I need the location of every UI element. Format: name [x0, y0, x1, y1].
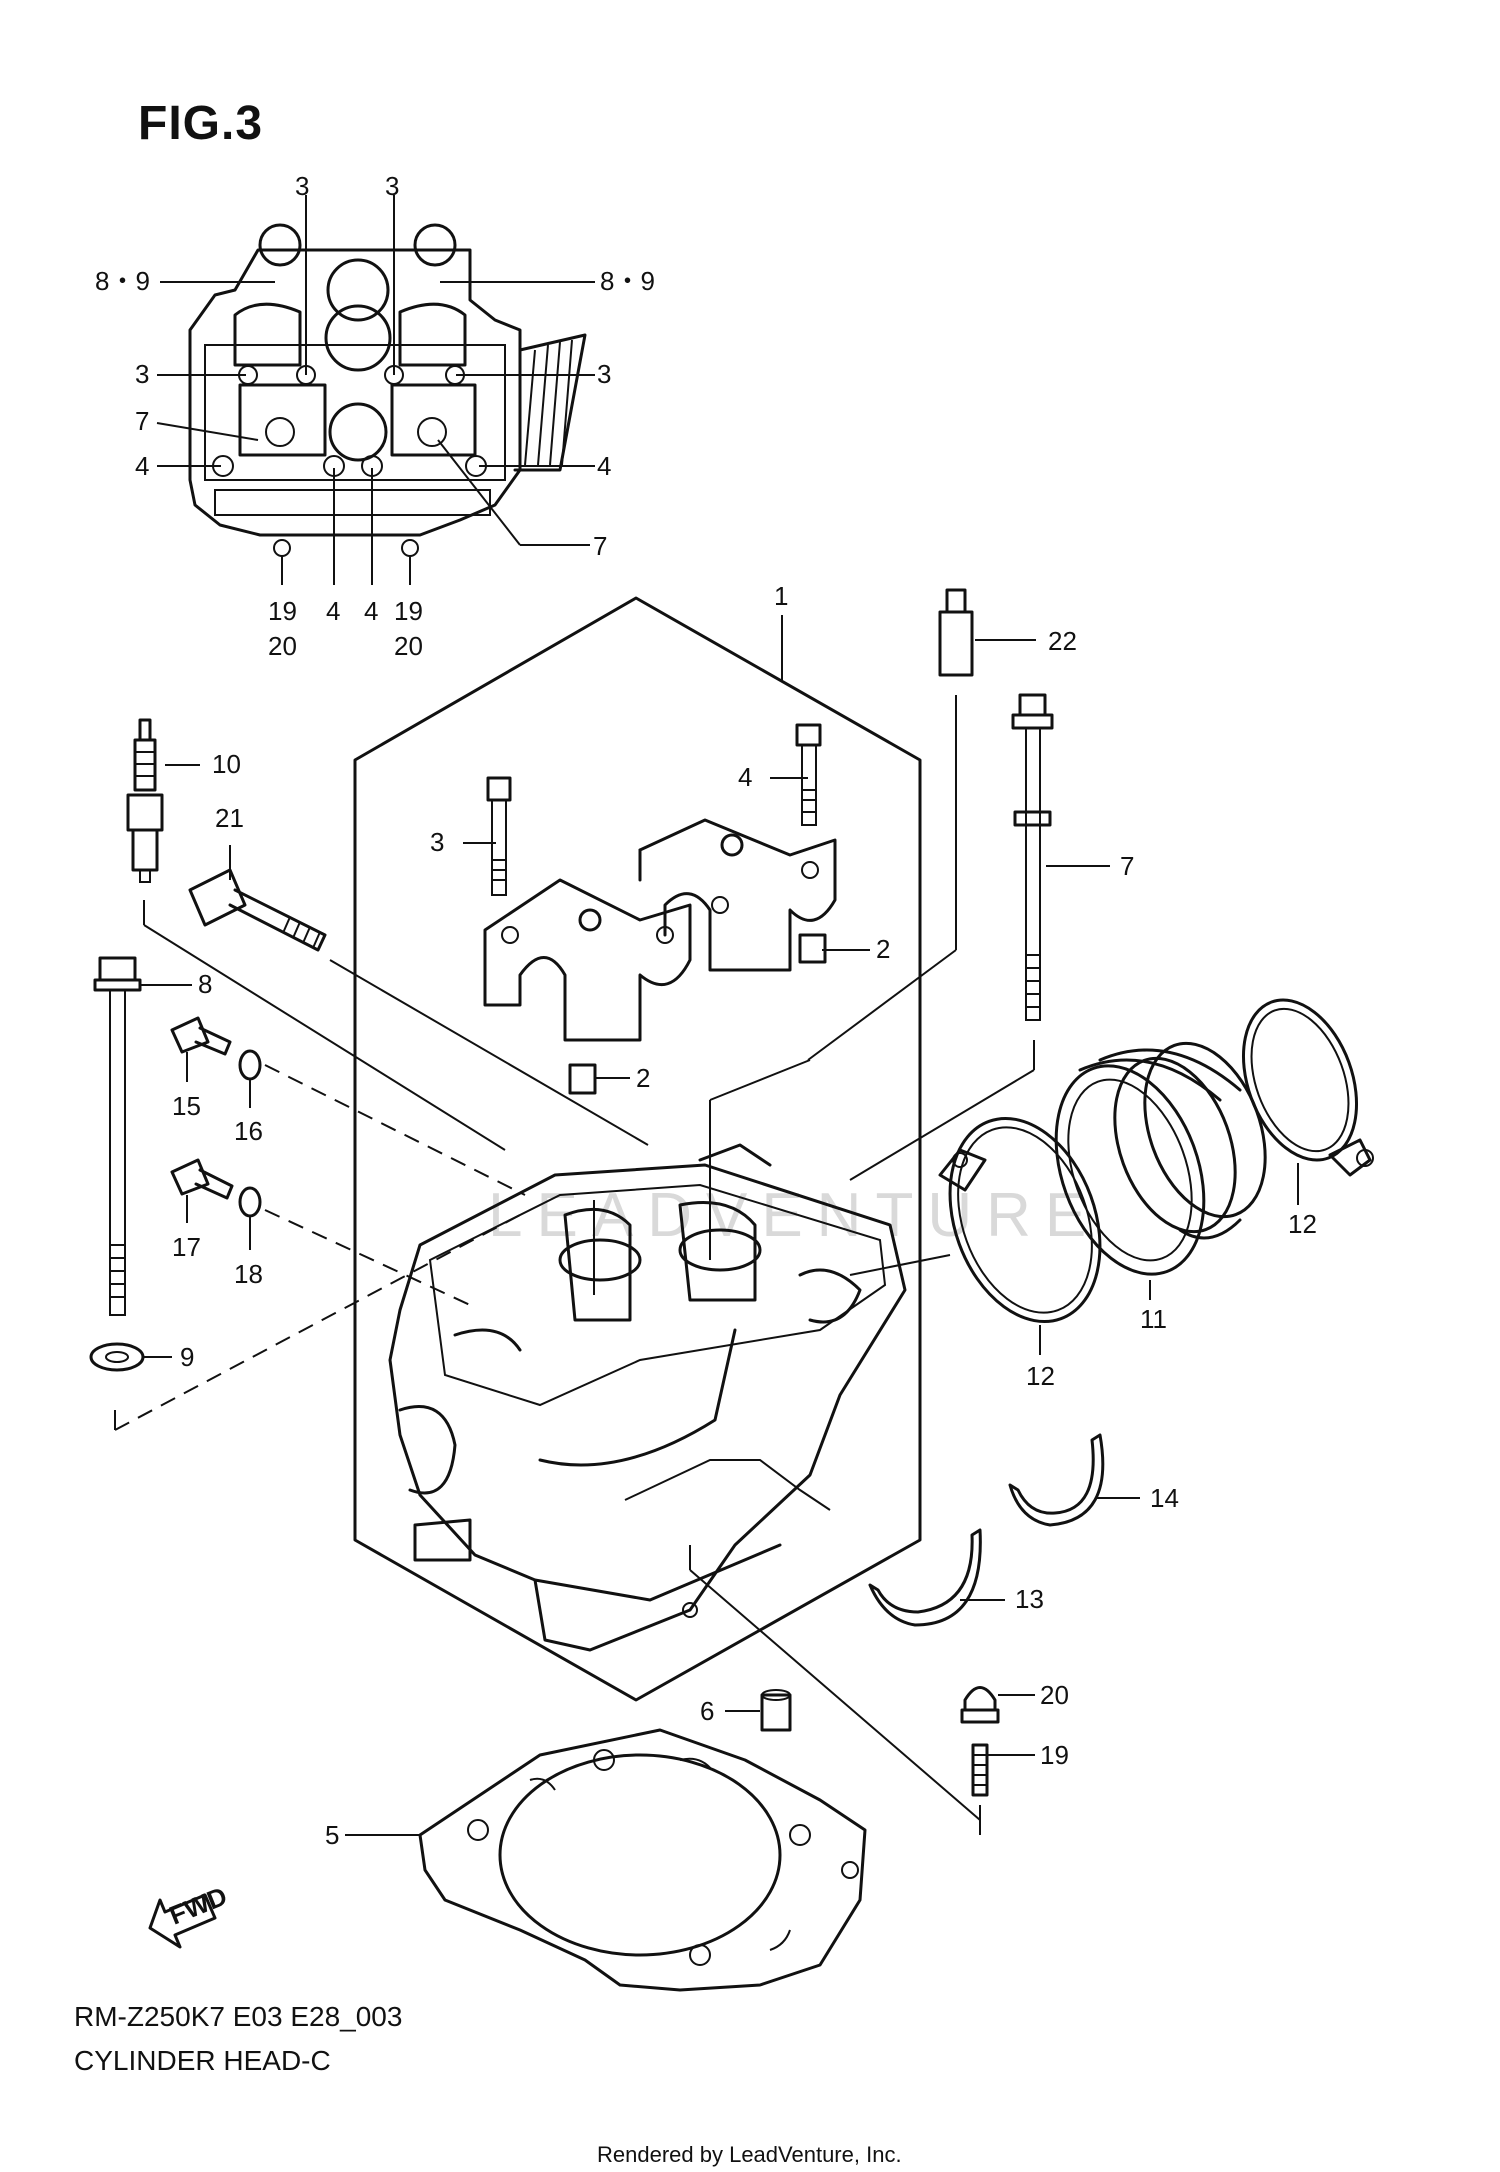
- label-part-2b: 2: [636, 1063, 650, 1093]
- label-part-7: 7: [1120, 851, 1134, 881]
- label-inset-4a: 4: [135, 451, 149, 481]
- footer-credit: Rendered by LeadVenture, Inc.: [597, 2142, 902, 2167]
- label-part-3: 3: [430, 827, 444, 857]
- label-inset-7b: 7: [593, 531, 607, 561]
- label-part-15: 15: [172, 1091, 201, 1121]
- part1-bracket-outline: [353, 596, 922, 1702]
- label-inset-19b: 19: [394, 596, 423, 626]
- label-inset-20b: 20: [394, 631, 423, 661]
- inset-leaders: [156, 195, 595, 585]
- label-part-4: 4: [738, 762, 752, 792]
- label-part-12b: 12: [1026, 1361, 1055, 1391]
- model-caption: RM-Z250K7 E03 E28_003 CYLINDER HEAD-C: [74, 1995, 402, 2083]
- label-part-2a: 2: [876, 934, 890, 964]
- intake-boot-11: [1054, 1041, 1267, 1276]
- washer-18: [238, 1186, 262, 1218]
- camcap-bolt-short: [486, 776, 512, 896]
- dowel-pin-upper: [798, 933, 827, 964]
- label-inset-19a: 19: [268, 596, 297, 626]
- label-part-17: 17: [172, 1232, 201, 1262]
- alignment-lines: [114, 695, 1035, 1835]
- label-part-6: 6: [700, 1696, 714, 1726]
- label-inset-20a: 20: [268, 631, 297, 661]
- bolt-15: [170, 1016, 232, 1056]
- stud-19: [971, 1743, 989, 1797]
- fwd-arrow-label: FWD: [165, 1881, 231, 1931]
- label-inset-8-9a: 8・9: [95, 266, 150, 296]
- head-gasket-5: [418, 1728, 867, 1992]
- label-part-8: 8: [198, 969, 212, 999]
- camcap-bolt-long: [795, 723, 822, 826]
- dowel-pin-lower: [568, 1063, 597, 1095]
- cap-nut-20: [960, 1686, 1000, 1724]
- label-part-11: 11: [1140, 1304, 1167, 1334]
- part-22: [938, 588, 974, 677]
- label-inset-3b: 3: [385, 171, 399, 201]
- label-inset-4b: 4: [597, 451, 611, 481]
- clip-14: [1008, 1433, 1105, 1527]
- label-inset-4d: 4: [364, 596, 378, 626]
- fwd-arrow-icon: FWD: [148, 1881, 231, 1949]
- label-inset-8-9b: 8・9: [600, 266, 655, 296]
- label-part-9: 9: [180, 1342, 194, 1372]
- label-part-10: 10: [212, 749, 241, 779]
- label-part-13: 13: [1015, 1584, 1044, 1614]
- bolt-17: [170, 1158, 234, 1200]
- label-inset-4c: 4: [326, 596, 340, 626]
- label-inset-7a: 7: [135, 406, 149, 436]
- callout-labels: 3 3 8・9 8・9 3 3 7 4 4 7 19 4 4 19 20 20 …: [95, 171, 1317, 1850]
- cylinder-head-body: [388, 1143, 907, 1652]
- clip-13: [868, 1528, 982, 1627]
- label-part-18: 18: [234, 1259, 263, 1289]
- dowel-6: [760, 1689, 792, 1732]
- label-part-1: 1: [774, 581, 788, 611]
- clamp-12-lower: [938, 1116, 1102, 1324]
- label-part-20: 20: [1040, 1680, 1069, 1710]
- inset-top-view: [188, 223, 587, 557]
- label-part-12a: 12: [1288, 1209, 1317, 1239]
- long-bolt-8: [93, 956, 142, 1316]
- label-inset-3c: 3: [135, 359, 149, 389]
- clamp-12-upper: [1241, 998, 1374, 1177]
- label-part-16: 16: [234, 1116, 263, 1146]
- spark-plug: [126, 718, 164, 883]
- figure-title: FIG.3: [138, 97, 264, 150]
- callout-leaders: [140, 639, 1299, 1836]
- washer-9: [89, 1342, 145, 1372]
- label-part-22: 22: [1048, 626, 1077, 656]
- label-part-19: 19: [1040, 1740, 1069, 1770]
- head-bolt-7: [1011, 693, 1054, 1021]
- section-name: CYLINDER HEAD-C: [74, 2045, 331, 2076]
- bolt-21: [188, 868, 327, 952]
- model-code: RM-Z250K7 E03 E28_003: [74, 2001, 403, 2032]
- label-part-5: 5: [325, 1820, 339, 1850]
- camshaft-holder: [483, 818, 837, 1042]
- washer-16: [238, 1049, 262, 1081]
- label-inset-3a: 3: [295, 171, 309, 201]
- label-part-21: 21: [215, 803, 244, 833]
- label-part-14: 14: [1150, 1483, 1179, 1513]
- label-inset-3d: 3: [597, 359, 611, 389]
